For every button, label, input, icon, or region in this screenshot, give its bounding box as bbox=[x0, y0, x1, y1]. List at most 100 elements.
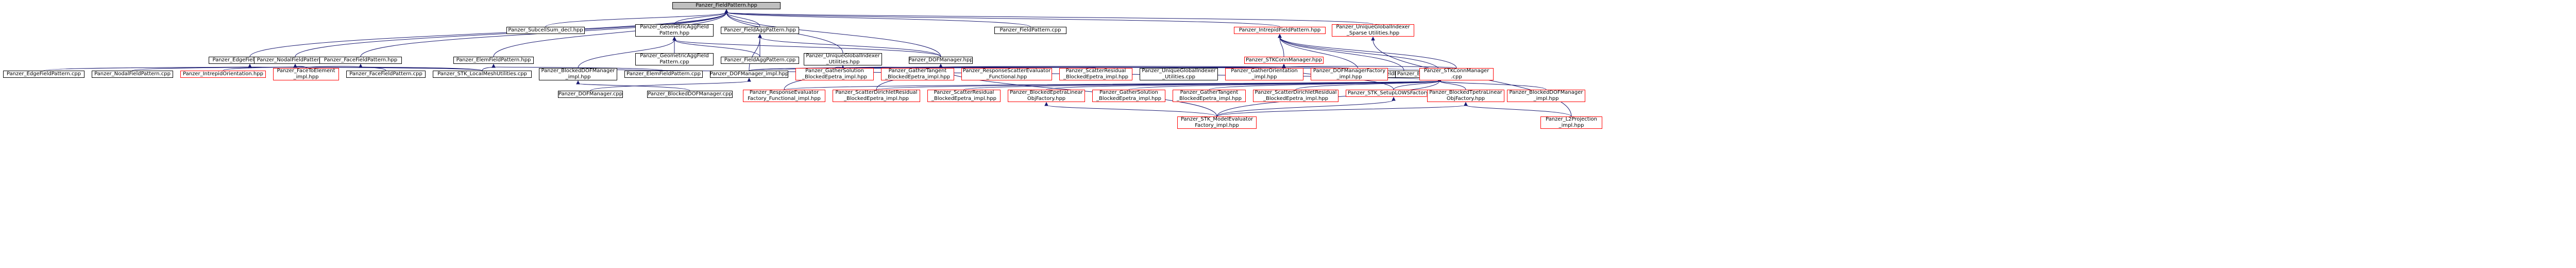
edge-arrowhead bbox=[939, 63, 943, 68]
node-stk-setup-lows[interactable]: Panzer_STK_SetupLOWSFactory.hpp bbox=[1346, 90, 1442, 97]
node-intrepid-orientation[interactable]: Panzer_IntrepidOrientation.hpp bbox=[180, 71, 266, 78]
dependency-edge bbox=[674, 12, 727, 25]
edge-arrowhead bbox=[576, 80, 580, 85]
dependency-edge bbox=[1216, 99, 1394, 117]
node-gather-tangent-blocked[interactable]: Panzer_GatherTangent _BlockedEpetra_impl… bbox=[881, 68, 954, 80]
dependency-edge bbox=[578, 39, 675, 69]
dependency-edge bbox=[1046, 105, 1217, 117]
node-dof-manager[interactable]: Panzer_DOFManager.hpp bbox=[908, 57, 973, 64]
node-unique-global-indexer-utilities-cpp[interactable]: Panzer_UniqueGlobalIndexer _Utilities.cp… bbox=[1140, 68, 1218, 80]
node-dof-manager-factory[interactable]: Panzer_DOFManagerFactory _impl.hpp bbox=[1311, 68, 1388, 80]
node-scatter-residual-blocked-2[interactable]: Panzer_ScatterResidual _BlockedEpetra_im… bbox=[927, 90, 1001, 102]
edge-arrowhead bbox=[724, 9, 728, 13]
dependency-edge bbox=[43, 66, 250, 71]
node-geometric-agg-pattern-cpp[interactable]: Panzer_GeometricAggField Pattern.cpp bbox=[635, 53, 714, 65]
dependency-edge bbox=[1295, 80, 1440, 90]
node-scatter-dirichlet-residual-blocked[interactable]: Panzer_ScatterDirichletResidual _Blocked… bbox=[833, 90, 920, 102]
node-gather-tangent-blocked-2[interactable]: Panzer_GatherTangent _BlockedEpetra_impl… bbox=[1173, 90, 1246, 102]
dependency-edge bbox=[759, 37, 941, 57]
dependency-edge bbox=[674, 39, 941, 57]
dependency-edge bbox=[749, 37, 760, 71]
node-gather-solution-blocked-2[interactable]: Panzer_GatherSolution _BlockedEpetra_imp… bbox=[1092, 90, 1165, 102]
node-subcell-sum-decl[interactable]: Panzer_SubcellSum_decl.hpp bbox=[506, 27, 585, 34]
node-l2-projection[interactable]: Panzer_L2Projection _impl.hpp bbox=[1540, 116, 1602, 129]
node-nodal-field-pattern-cpp[interactable]: Panzer_NodalFieldPattern.cpp bbox=[92, 71, 173, 78]
node-dof-manager-impl[interactable]: Panzer_DOFManager_impl.hpp bbox=[709, 71, 789, 78]
node-scatter-dirichlet-residual-blocked-2[interactable]: Panzer_ScatterDirichletResidual _Blocked… bbox=[1253, 90, 1338, 102]
dependency-edge bbox=[1393, 80, 1440, 90]
node-unique-global-indexer-sparse[interactable]: Panzer_UniqueGlobalIndexer _Sparse Utili… bbox=[1332, 24, 1414, 37]
node-intrepid-field-pattern[interactable]: Panzer_IntrepidFieldPattern.hpp bbox=[1234, 27, 1326, 34]
node-geometric-agg-pattern[interactable]: Panzer_GeometricAggField Pattern.hpp bbox=[635, 24, 714, 37]
dependency-edge bbox=[726, 12, 1280, 27]
node-stk-model-evaluator[interactable]: Panzer_STK_ModelEvaluator Factory_impl.h… bbox=[1177, 116, 1257, 129]
dependency-edge bbox=[1465, 105, 1572, 117]
edge-arrowhead bbox=[1392, 96, 1396, 101]
node-root: Panzer_FieldPattern.hpp bbox=[672, 2, 781, 9]
node-face-to-element[interactable]: Panzer_FaceToElement _impl.hpp bbox=[273, 68, 339, 80]
edge-arrowhead bbox=[1371, 36, 1375, 41]
dependency-edge bbox=[249, 12, 727, 57]
edge-arrowhead bbox=[248, 63, 252, 68]
node-dof-manager-cpp[interactable]: Panzer_DOFManager.cpp bbox=[558, 91, 623, 98]
edge-arrowhead bbox=[1464, 102, 1468, 106]
edge-arrowhead bbox=[1282, 63, 1286, 68]
node-gather-orientation[interactable]: Panzer_GatherOrientation _impl.hpp bbox=[1225, 68, 1303, 80]
node-response-evaluator-factory[interactable]: Panzer_ResponseEvaluator Factory_Functio… bbox=[743, 90, 825, 102]
dependency-edge bbox=[940, 66, 1350, 69]
node-face-field-pattern-cpp[interactable]: Panzer_FaceFieldPattern.cpp bbox=[346, 71, 426, 78]
dependency-edge bbox=[674, 39, 760, 57]
dependency-edge bbox=[1283, 66, 1457, 69]
node-field-agg-pattern[interactable]: Panzer_FieldAggPattern.hpp bbox=[721, 27, 799, 34]
node-blocked-tpetra-linear[interactable]: Panzer_BlockedTpetraLinear ObjFactory.hp… bbox=[1427, 90, 1504, 102]
node-blocked-dof-manager-cpp[interactable]: Panzer_BlockedDOFManager.cpp bbox=[647, 91, 733, 98]
node-elem-field-pattern[interactable]: Panzer_ElemFieldPattern.hpp bbox=[453, 57, 534, 64]
edge-arrowhead bbox=[1278, 34, 1282, 38]
dependency-edge bbox=[726, 12, 1031, 27]
dependency-edge bbox=[578, 83, 690, 91]
node-unique-global-indexer-utilities[interactable]: Panzer_UniqueGlobalIndexer _Utilities.hp… bbox=[804, 53, 882, 65]
dependency-edge bbox=[545, 12, 727, 27]
node-blocked-epetra-linear-obj[interactable]: Panzer_BlockedEpetraLinear ObjFactory.hp… bbox=[1008, 90, 1085, 102]
dependency-edge bbox=[1279, 37, 1404, 71]
edge-arrowhead bbox=[747, 77, 751, 82]
dependency-edge bbox=[1279, 37, 1457, 69]
dependency-edge bbox=[749, 66, 1284, 71]
dependency-edge bbox=[1279, 37, 1440, 71]
node-response-scatter-functional[interactable]: Panzer_ResponseScatterEvaluator _Functio… bbox=[961, 68, 1052, 80]
dependency-edge bbox=[749, 66, 941, 71]
dependency-edge bbox=[360, 66, 483, 71]
node-gather-solution-blocked[interactable]: Panzer_GatherSolution _BlockedEpetra_imp… bbox=[795, 68, 874, 80]
dependency-edge bbox=[493, 66, 664, 71]
dependency-edge bbox=[1279, 37, 1284, 57]
edge-arrowhead bbox=[492, 63, 496, 68]
node-field-agg-pattern-cpp[interactable]: Panzer_FieldAggPattern.cpp bbox=[721, 57, 799, 64]
dependency-edge bbox=[223, 66, 296, 71]
dependency-edge bbox=[1439, 80, 1547, 90]
edge-arrowhead bbox=[672, 36, 676, 41]
edge-arrowhead bbox=[1044, 102, 1048, 106]
dependency-edge bbox=[726, 12, 1374, 25]
node-blocked-dof-manager-impl-2[interactable]: Panzer_BlockedDOFManager _impl.hpp bbox=[1507, 90, 1585, 102]
node-stk-conn-manager-cpp[interactable]: Panzer_STKConnManager .cpp bbox=[1419, 68, 1494, 80]
node-elem-field-pattern-cpp[interactable]: Panzer_ElemFieldPattern.cpp bbox=[624, 71, 703, 78]
dependency-edge bbox=[493, 12, 727, 57]
node-edge-field-pattern-cpp[interactable]: Panzer_EdgeFieldPattern.cpp bbox=[3, 71, 84, 78]
dependency-edge bbox=[940, 66, 1440, 71]
edge-arrowhead bbox=[293, 63, 297, 68]
node-field-pattern-cpp[interactable]: Panzer_FieldPattern.cpp bbox=[994, 27, 1066, 34]
node-stk-local-mesh[interactable]: Panzer_STK_LocalMeshUtilities.cpp bbox=[433, 71, 532, 78]
dependency-edge bbox=[1279, 37, 1359, 71]
node-stk-conn-manager[interactable]: Panzer_STKConnManager.hpp bbox=[1244, 57, 1324, 64]
edge-arrowhead bbox=[359, 63, 363, 68]
dependency-edge bbox=[1216, 105, 1466, 117]
dependency-edge bbox=[726, 12, 941, 57]
dependency-edge bbox=[590, 80, 750, 91]
edge-arrowhead bbox=[758, 34, 762, 38]
node-scatter-residual-blocked[interactable]: Panzer_ScatterResidual _BlockedEpetra_im… bbox=[1059, 68, 1132, 80]
node-blocked-dof-manager-impl[interactable]: Panzer_BlockedDOFManager _impl.hpp bbox=[539, 68, 617, 80]
dependency-edge bbox=[306, 66, 361, 69]
node-face-field-pattern[interactable]: Panzer_FaceFieldPattern.hpp bbox=[319, 57, 402, 64]
